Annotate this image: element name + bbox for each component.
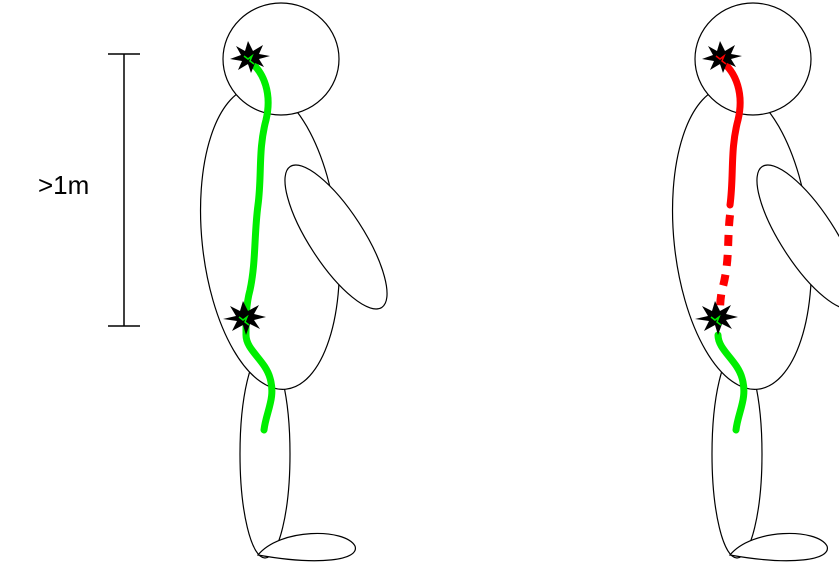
measurement-bar [108, 54, 140, 326]
measurement-label: >1m [38, 170, 89, 201]
right-figure [658, 3, 839, 561]
left-figure [186, 3, 404, 561]
